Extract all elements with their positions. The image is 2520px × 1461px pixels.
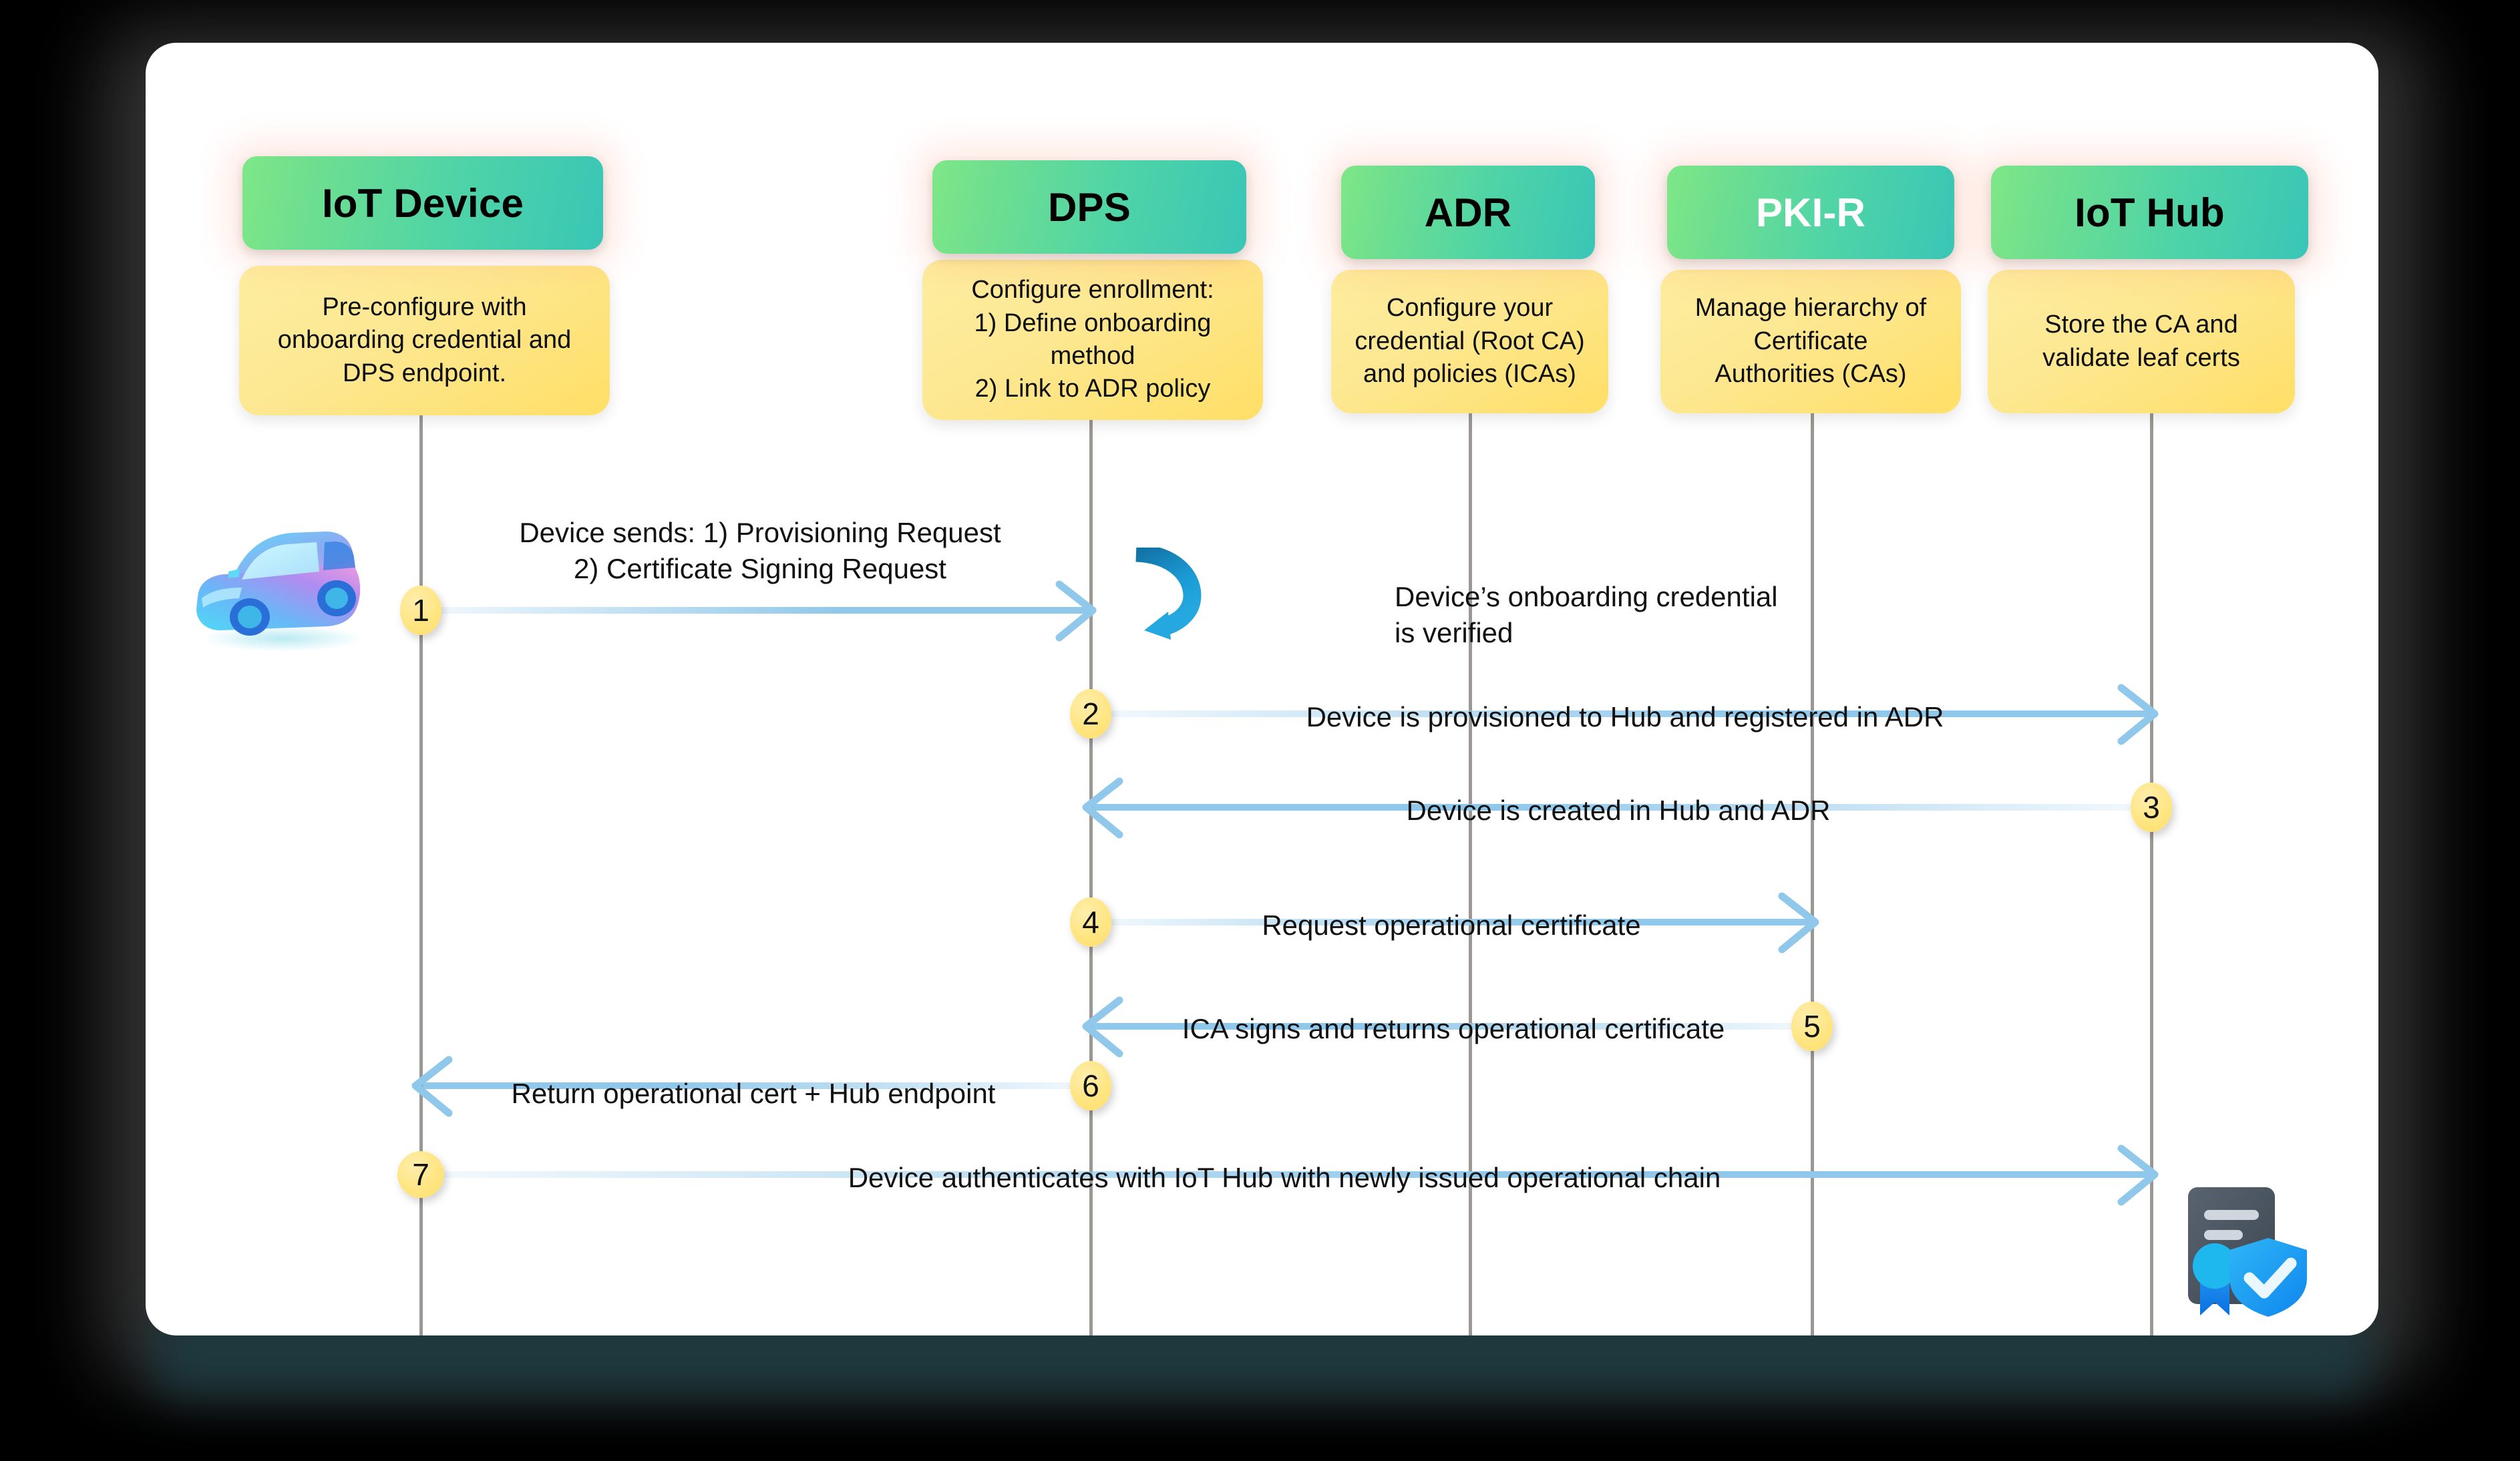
- message-2-label: Device is provisioned to Hub and registe…: [1157, 662, 2093, 735]
- actor-label-dps: DPS: [1048, 184, 1131, 230]
- note-pkir-text: Manage hierarchy of Certificate Authorit…: [1694, 294, 1927, 389]
- step-badge-6-number: 6: [1082, 1068, 1099, 1103]
- message-3-label: Device is created in Hub and ADR: [1184, 756, 2052, 829]
- note-dps-text: Configure enrollment: 1) Define onboardi…: [971, 276, 1214, 403]
- step-badge-4[interactable]: 4: [1070, 897, 1111, 947]
- actor-label-device: IoT Device: [321, 180, 524, 226]
- actor-header-device[interactable]: IoT Device: [242, 156, 603, 250]
- message-5-text: ICA signs and returns operational certif…: [1182, 1012, 1725, 1044]
- car-icon: [186, 510, 373, 657]
- message-1-text: Device sends: 1) Provisioning Request 2)…: [519, 516, 1001, 585]
- actor-header-dps[interactable]: DPS: [932, 160, 1246, 254]
- step-badge-2-number: 2: [1082, 696, 1099, 731]
- message-4-arrowhead: [1778, 892, 1822, 954]
- actor-label-adr: ADR: [1424, 190, 1512, 235]
- message-6-arrowhead: [409, 1056, 453, 1117]
- note-adr: Configure your credential (Root CA) and …: [1331, 270, 1608, 413]
- sequence-diagram-card: IoT Device DPS ADR PKI-R IoT Hub Pre-con…: [146, 43, 2378, 1335]
- self-message-label: Device’s onboarding credential is verifi…: [1395, 542, 1902, 652]
- step-badge-1[interactable]: 1: [400, 586, 441, 635]
- note-hub: Store the CA and validate leaf certs: [1988, 270, 2295, 413]
- message-7-text: Device authenticates with IoT Hub with n…: [848, 1161, 1721, 1193]
- self-message-text: Device’s onboarding credential is verifi…: [1395, 580, 1778, 649]
- message-6-line: [423, 1082, 1091, 1089]
- step-badge-6[interactable]: 6: [1070, 1061, 1111, 1110]
- step-badge-3-number: 3: [2143, 790, 2160, 825]
- message-4-line: [1091, 919, 1811, 925]
- step-badge-5-number: 5: [1803, 1009, 1821, 1044]
- actor-label-hub: IoT Hub: [2075, 190, 2225, 235]
- actor-header-hub[interactable]: IoT Hub: [1991, 166, 2308, 259]
- certificate-shield-icon: [2169, 1171, 2316, 1318]
- message-7-label: Device authenticates with IoT Hub with n…: [550, 1123, 2019, 1196]
- message-2-arrowhead: [2117, 684, 2161, 745]
- message-3-arrowhead: [1079, 777, 1123, 839]
- lifeline-adr: [1469, 290, 1472, 1335]
- step-badge-5[interactable]: 5: [1791, 1002, 1833, 1051]
- message-2-line: [1091, 710, 2150, 717]
- note-device-text: Pre-configure with onboarding credential…: [277, 292, 572, 387]
- refresh-loop-icon: [1129, 544, 1203, 641]
- actor-header-pkir[interactable]: PKI-R: [1667, 166, 1954, 259]
- actor-header-adr[interactable]: ADR: [1341, 166, 1595, 259]
- step-badge-2[interactable]: 2: [1070, 689, 1111, 739]
- step-badge-7[interactable]: 7: [397, 1151, 444, 1198]
- step-badge-1-number: 1: [412, 593, 429, 628]
- step-badge-7-number: 7: [412, 1157, 429, 1192]
- message-1-line: [421, 607, 1089, 614]
- step-badge-3[interactable]: 3: [2131, 783, 2172, 832]
- message-5-line: [1093, 1023, 1813, 1030]
- message-2-text: Device is provisioned to Hub and registe…: [1306, 700, 1944, 733]
- actor-label-pkir: PKI-R: [1755, 190, 1866, 235]
- note-adr-text: Configure your credential (Root CA) and …: [1355, 294, 1585, 389]
- message-5-label: ICA signs and returns operational certif…: [1019, 974, 1887, 1047]
- message-3-text: Device is created in Hub and ADR: [1406, 794, 1831, 826]
- note-pkir: Manage hierarchy of Certificate Authorit…: [1660, 270, 1961, 413]
- note-dps: Configure enrollment: 1) Define onboardi…: [922, 260, 1263, 420]
- message-1-label: Device sends: 1) Provisioning Request 2)…: [393, 478, 1127, 588]
- note-device: Pre-configure with onboarding credential…: [239, 266, 610, 415]
- step-badge-4-number: 4: [1082, 905, 1099, 940]
- message-3-line: [1093, 804, 2152, 811]
- message-7-arrowhead: [2117, 1144, 2161, 1206]
- note-hub-text: Store the CA and validate leaf certs: [2042, 310, 2240, 372]
- message-1-arrowhead: [1055, 580, 1099, 642]
- lifeline-device: [419, 290, 423, 1335]
- message-5-arrowhead: [1079, 996, 1123, 1058]
- message-4-label: Request operational certificate: [1051, 871, 1852, 944]
- message-4-text: Request operational certificate: [1262, 909, 1641, 941]
- message-6-label: Return operational cert + Hub endpoint: [353, 1039, 1154, 1112]
- message-6-text: Return operational cert + Hub endpoint: [511, 1077, 996, 1109]
- lifeline-pkir: [1811, 290, 1814, 1335]
- message-7-line: [421, 1171, 2150, 1178]
